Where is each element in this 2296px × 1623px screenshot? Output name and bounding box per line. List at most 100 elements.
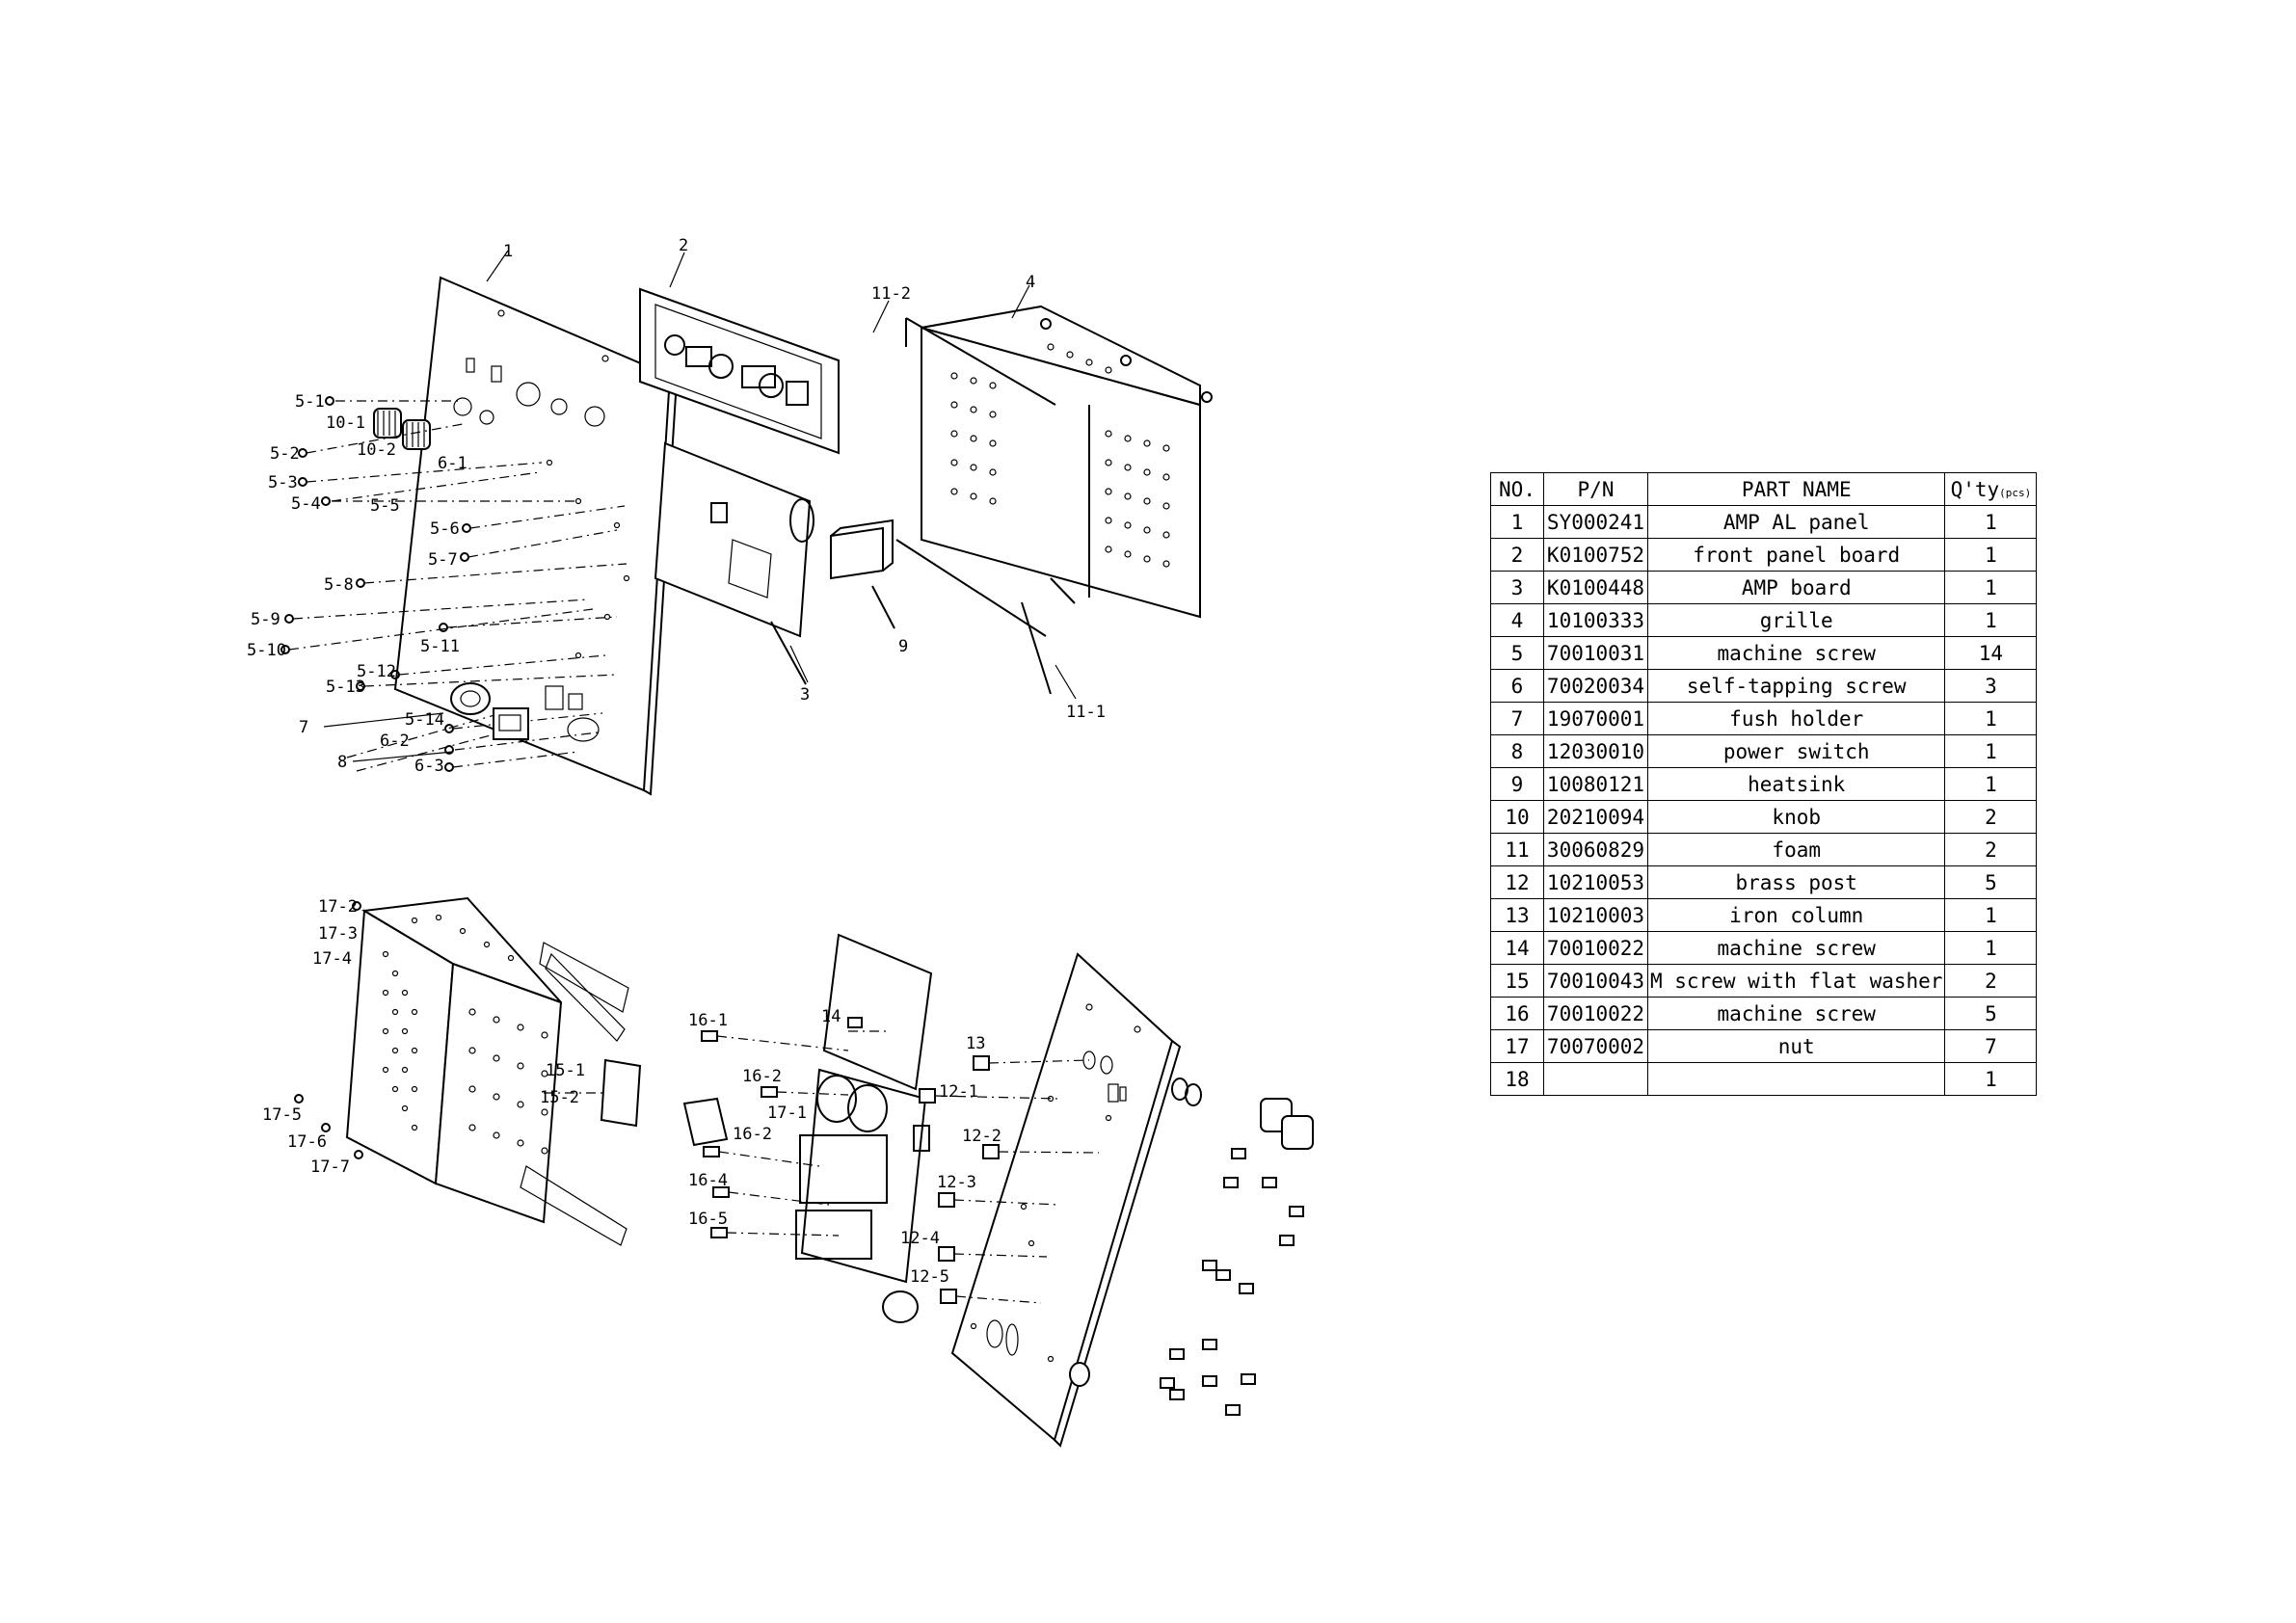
callout-14: 14 — [821, 1007, 841, 1026]
cell-qty: 7 — [1944, 1029, 2038, 1063]
cell-qty: 1 — [1944, 603, 2038, 637]
callout-5-9: 5-9 — [251, 610, 280, 629]
callout-5-7: 5-7 — [428, 550, 458, 570]
cell-qty: 1 — [1944, 898, 2038, 932]
callout-8: 8 — [337, 753, 347, 772]
header-no: NO. — [1490, 472, 1544, 506]
cell-part-name: machine screw — [1646, 997, 1946, 1030]
cell-part-name — [1646, 1062, 1946, 1096]
cell-part-name: heatsink — [1646, 767, 1946, 801]
callout-9: 9 — [898, 637, 908, 656]
callout-17-1: 17-1 — [767, 1104, 807, 1123]
callout-4: 4 — [1026, 273, 1035, 292]
header-qty-unit: (pcs) — [1999, 486, 2032, 499]
cell-pn: 70020034 — [1543, 669, 1648, 703]
cell-qty: 1 — [1944, 734, 2038, 768]
callout-17-2: 17-2 — [318, 897, 358, 917]
callout-11-2: 11-2 — [871, 284, 911, 304]
cell-qty: 1 — [1944, 505, 2038, 539]
cell-part-name: M screw with flat washer — [1646, 964, 1946, 998]
cell-pn: 70010022 — [1543, 997, 1648, 1030]
cell-pn: K0100752 — [1543, 538, 1648, 572]
brass-posts — [848, 1030, 1100, 1304]
cell-no: 8 — [1490, 734, 1544, 768]
cell-qty: 1 — [1944, 571, 2038, 604]
callout-16-2a: 16-2 — [742, 1067, 782, 1086]
callout-10-2: 10-2 — [357, 440, 396, 460]
callout-12-2: 12-2 — [962, 1127, 1001, 1146]
cell-part-name: power switch — [1646, 734, 1946, 768]
callout-5-5: 5-5 — [370, 496, 400, 516]
knob-10-1 — [373, 408, 402, 439]
callout-5-2: 5-2 — [270, 444, 300, 464]
callout-5-11: 5-11 — [420, 637, 460, 656]
callout-5-4: 5-4 — [291, 494, 321, 514]
screws-16 — [701, 1017, 863, 1238]
callout-5-1: 5-1 — [295, 392, 325, 412]
cell-no: 5 — [1490, 636, 1544, 670]
cell-qty: 1 — [1944, 1062, 2038, 1096]
callout-11-1: 11-1 — [1066, 703, 1106, 722]
cell-no: 15 — [1490, 964, 1544, 998]
cell-qty: 14 — [1944, 636, 2038, 670]
cell-no: 1 — [1490, 505, 1544, 539]
callout-1: 1 — [503, 242, 513, 261]
cell-no: 12 — [1490, 865, 1544, 899]
cell-part-name: grille — [1646, 603, 1946, 637]
cell-pn: 10210053 — [1543, 865, 1648, 899]
cell-qty: 5 — [1944, 997, 2038, 1030]
callout-7: 7 — [299, 718, 308, 737]
cell-part-name: self-tapping screw — [1646, 669, 1946, 703]
callout-16-1: 16-1 — [688, 1011, 728, 1030]
cell-qty: 1 — [1944, 538, 2038, 572]
callout-5-14: 5-14 — [405, 710, 444, 730]
cell-pn: 20210094 — [1543, 800, 1648, 834]
cell-no: 3 — [1490, 571, 1544, 604]
leader-lines-top — [323, 250, 1077, 762]
callout-12-4: 12-4 — [900, 1229, 940, 1248]
loose-knobs-screws — [1160, 1078, 1314, 1416]
callout-6-1: 6-1 — [438, 454, 467, 473]
cell-no: 13 — [1490, 898, 1544, 932]
cell-part-name: AMP AL panel — [1646, 505, 1946, 539]
cell-no: 10 — [1490, 800, 1544, 834]
front-panel-board — [639, 287, 840, 455]
cell-part-name: iron column — [1646, 898, 1946, 932]
callout-5-8: 5-8 — [324, 575, 354, 595]
screws-5 — [280, 396, 627, 772]
cell-part-name: fush holder — [1646, 702, 1946, 735]
cell-part-name: brass post — [1646, 865, 1946, 899]
fuse-holder-7 — [450, 682, 491, 715]
cell-qty: 1 — [1944, 767, 2038, 801]
callout-15-1: 15-1 — [546, 1061, 585, 1080]
cell-pn: SY000241 — [1543, 505, 1648, 539]
grille-box-rear — [294, 896, 642, 1246]
cell-part-name: knob — [1646, 800, 1946, 834]
callout-17-4: 17-4 — [312, 949, 352, 969]
cell-no: 7 — [1490, 702, 1544, 735]
cell-pn: 12030010 — [1543, 734, 1648, 768]
cell-no: 18 — [1490, 1062, 1544, 1096]
cell-no: 16 — [1490, 997, 1544, 1030]
callout-12-3: 12-3 — [937, 1173, 976, 1192]
callout-17-5: 17-5 — [262, 1105, 302, 1125]
cell-part-name: machine screw — [1646, 931, 1946, 965]
callout-13: 13 — [966, 1034, 985, 1053]
amp-al-panel — [393, 276, 679, 796]
callout-17-3: 17-3 — [318, 924, 358, 944]
